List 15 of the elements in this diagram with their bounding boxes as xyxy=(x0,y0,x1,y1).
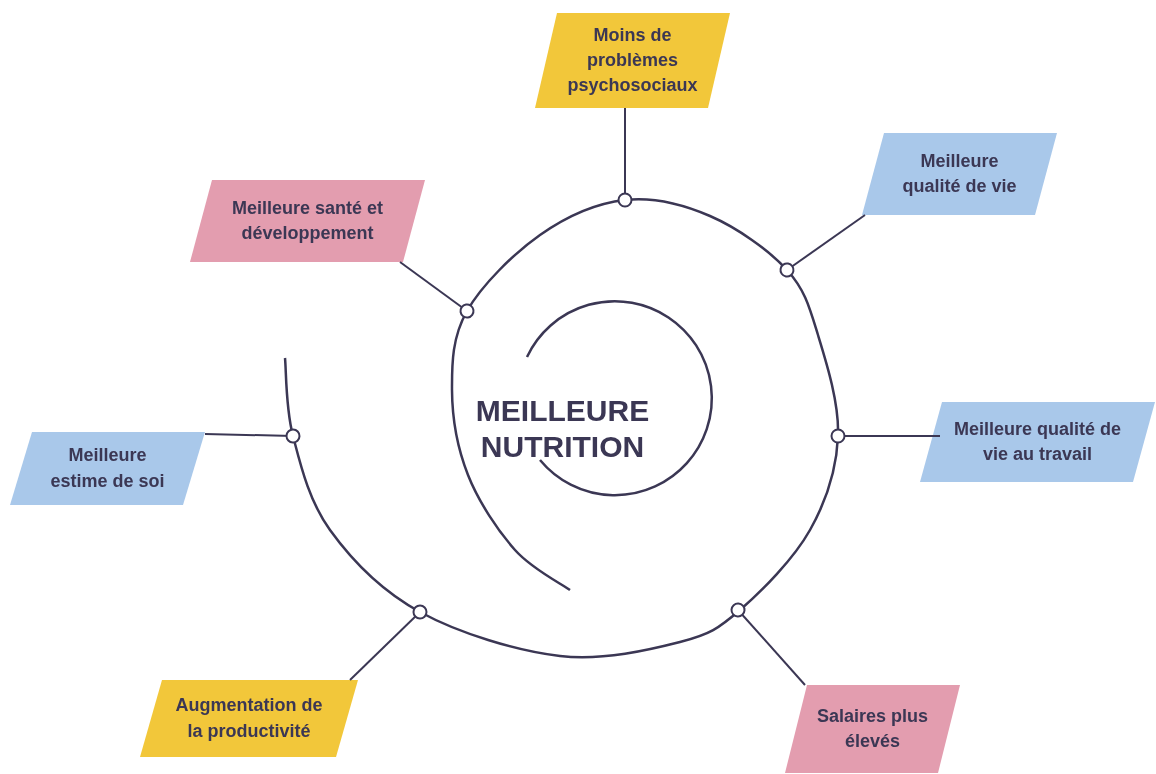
box-label: Augmentation de la productivité xyxy=(174,694,324,743)
box-label: Moins de problèmes psychosociaux xyxy=(566,23,699,98)
connector-line xyxy=(617,107,633,208)
box-label: Meilleure estime de soi xyxy=(49,444,166,493)
connector-line xyxy=(830,428,941,444)
box-label: Meilleure qualité de vie au travail xyxy=(952,417,1122,466)
parallelogram-box xyxy=(920,402,1155,482)
parallelogram-box xyxy=(535,13,730,108)
parallelogram-box xyxy=(862,133,1057,215)
parallelogram-box xyxy=(140,680,358,757)
connector-line xyxy=(204,428,301,444)
box-label: Salaires plus élevés xyxy=(815,704,930,753)
box-label: Meilleure qualité de vie xyxy=(901,149,1018,198)
parallelogram-box xyxy=(10,432,205,505)
parallelogram-box xyxy=(785,685,960,773)
